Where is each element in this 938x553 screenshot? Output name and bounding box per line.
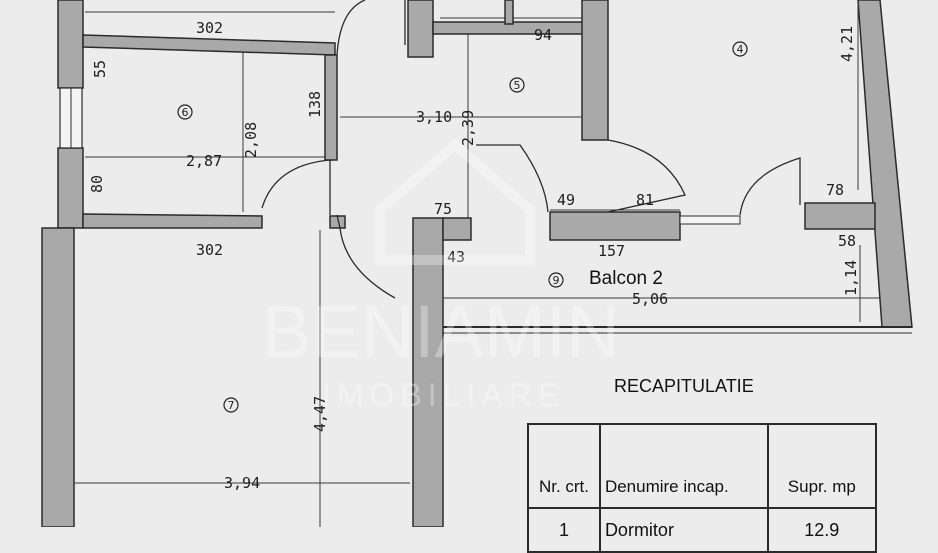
room-number-4: 4	[732, 41, 748, 57]
svg-text:9: 9	[553, 274, 560, 287]
header-nr: Nr. crt.	[527, 423, 601, 509]
dim-506: 5,06	[632, 290, 668, 308]
svg-text:7: 7	[228, 399, 235, 412]
dimension-labels: 302 94 4,21 55 138 3,10 2,39 2,08 2,87 8…	[88, 19, 860, 492]
dim-58: 58	[838, 232, 856, 250]
dim-55: 55	[91, 60, 109, 78]
row-name: Dormitor	[598, 507, 769, 553]
recap-title: RECAPITULATIE	[614, 376, 754, 396]
watermark: BENIAMIN IMOBILIARE	[262, 138, 620, 413]
dim-75: 75	[434, 200, 452, 218]
doors	[261, 0, 801, 299]
svg-text:4: 4	[737, 43, 744, 56]
room-number-7: 7	[223, 397, 239, 413]
walls	[41, 0, 913, 527]
row-area: 12.9	[766, 507, 878, 553]
floor-plan: 302 94 4,21 55 138 3,10 2,39 2,08 2,87 8…	[41, 0, 913, 527]
dim-394: 3,94	[224, 474, 260, 492]
dim-302-top: 302	[196, 19, 223, 37]
watermark-line2: IMOBILIARE	[322, 377, 565, 413]
dim-447: 4,47	[311, 396, 329, 432]
balcony-label: Balcon 2	[589, 268, 663, 289]
room-number-9: 9	[548, 272, 564, 288]
dim-80: 80	[88, 175, 106, 193]
header-area: Supr. mp	[766, 423, 878, 509]
dim-43: 43	[447, 248, 465, 266]
dim-157: 157	[598, 242, 625, 260]
dimension-lines	[75, 5, 880, 527]
dim-49: 49	[557, 191, 575, 209]
dim-78: 78	[826, 181, 844, 199]
dim-208: 2,08	[242, 122, 260, 158]
room-number-5: 5	[509, 77, 525, 93]
watermark-line1: BENIAMIN	[262, 290, 620, 373]
dim-310: 3,10	[416, 108, 452, 126]
table-row: 1 Dormitor 12.9	[527, 507, 878, 553]
dim-81: 81	[636, 191, 654, 209]
dim-287: 2,87	[186, 152, 222, 170]
header-name: Denumire incap.	[598, 423, 769, 509]
dim-138: 138	[306, 91, 324, 118]
dim-302-mid: 302	[196, 241, 223, 259]
dim-114: 1,14	[842, 260, 860, 296]
dim-94: 94	[534, 26, 552, 44]
dim-421: 4,21	[838, 26, 856, 62]
dim-239: 2,39	[459, 110, 477, 146]
room-number-6: 6	[177, 104, 193, 120]
svg-text:6: 6	[182, 106, 189, 119]
table-header-row: Nr. crt. Denumire incap. Supr. mp	[527, 423, 878, 509]
recap-table: Nr. crt. Denumire incap. Supr. mp 1 Dorm…	[527, 423, 878, 553]
row-nr: 1	[527, 507, 601, 553]
svg-text:5: 5	[514, 79, 521, 92]
